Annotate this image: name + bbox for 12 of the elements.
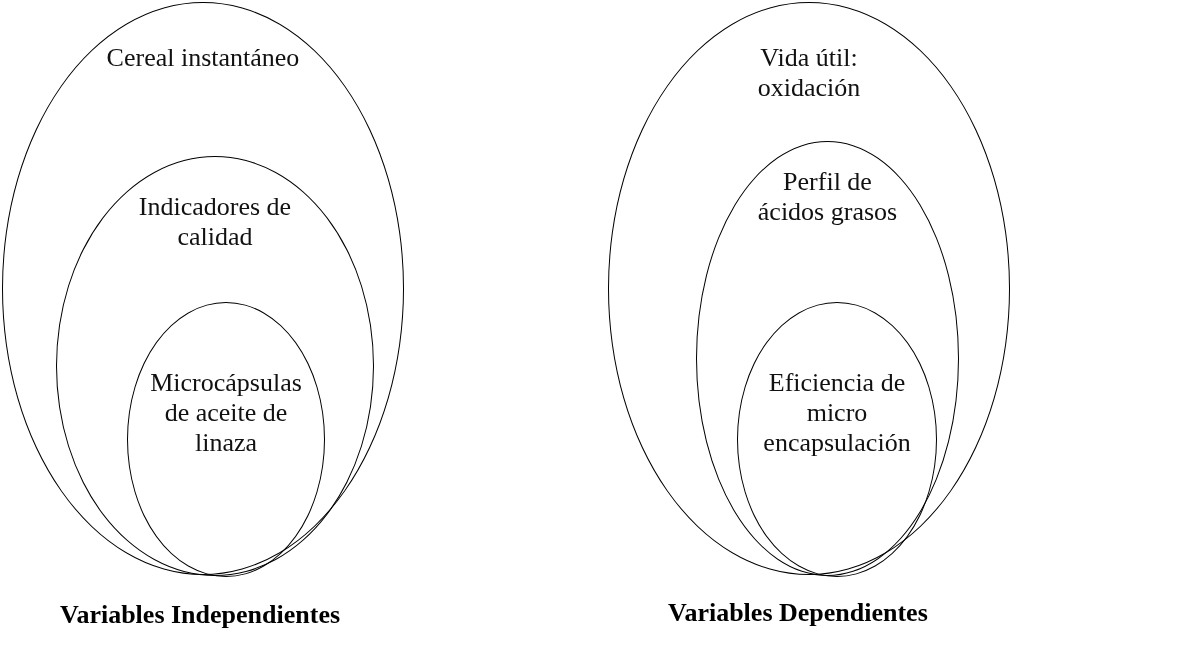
middle-ellipse: [696, 141, 959, 576]
outer-ellipse: [2, 2, 404, 575]
caption-text: Variables Dependientes: [668, 598, 928, 628]
ellipse-label: Perfil de ácidos grasos: [756, 167, 899, 227]
ellipse-label: Eficiencia de micro encapsulación: [762, 368, 912, 458]
outer-ellipse: [608, 2, 1010, 575]
caption-text: Variables Independientes: [60, 600, 341, 630]
ellipse-label: Vida útil: oxidación: [756, 43, 862, 103]
middle-ellipse: [56, 156, 374, 576]
ellipse-label: Indicadores de calidad: [137, 192, 293, 252]
ellipse-label: Cereal instantáneo: [105, 43, 301, 73]
ellipse-label: Microcápsulas de aceite de linaza: [149, 368, 303, 458]
